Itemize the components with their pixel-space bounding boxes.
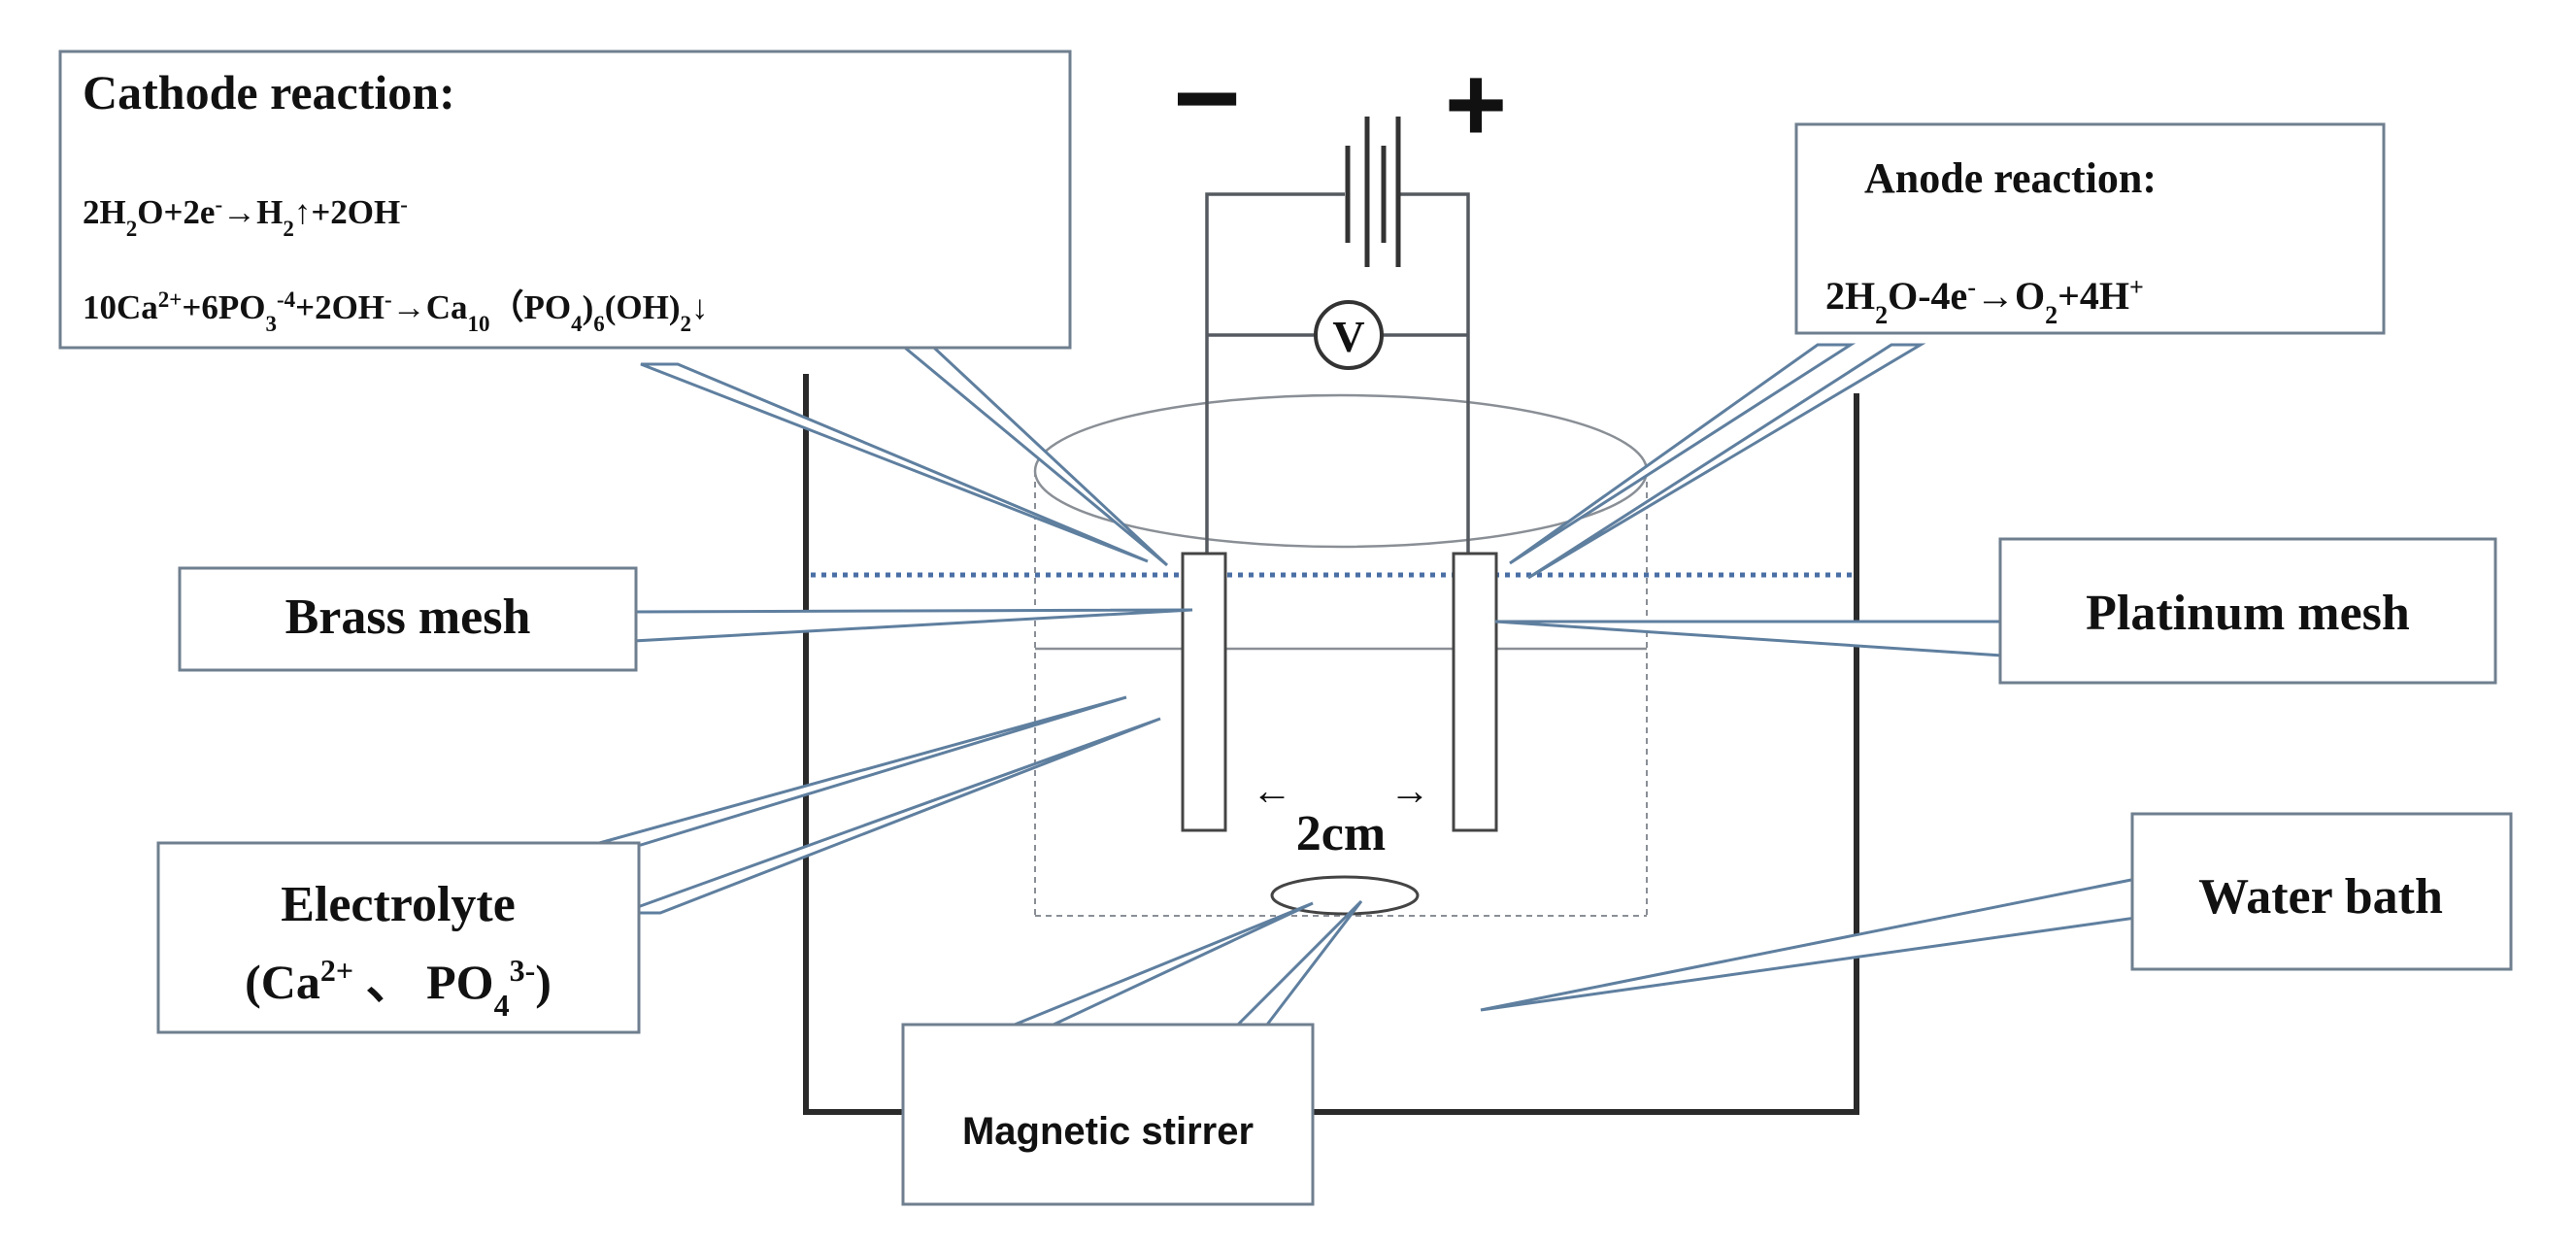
electrolyte-leader-2 (620, 717, 1161, 915)
gap-distance-label: 2cm (1296, 806, 1386, 861)
electrolyte-ions-label: (Ca2+ 、 PO43-) (245, 953, 552, 1023)
battery-icon (1345, 117, 1401, 267)
stirrer-leader-2 (1234, 899, 1363, 1027)
platinum-leader (1494, 620, 2004, 657)
stir-bar-icon (1270, 875, 1420, 916)
anode-equation: 2H2O-4e-→O2+4H+ (1825, 273, 2144, 329)
electrolyte-leader-1 (591, 695, 1127, 847)
electrolyte-box (156, 841, 641, 1034)
water-bath-box (2130, 812, 2513, 971)
cathode-reaction-box (58, 50, 1072, 350)
magnetic-stirrer-label: Magnetic stirrer (962, 1110, 1254, 1153)
voltmeter-label: V (1332, 312, 1364, 361)
battery-negative-sign: − (1173, 33, 1241, 163)
cathode-brass-electrode (1181, 552, 1227, 832)
anode-reaction-title: Anode reaction: (1864, 154, 2157, 202)
water-bath-container (803, 374, 1859, 1115)
platinum-mesh-box (1998, 537, 2497, 685)
electrolyte-label: Electrolyte (281, 877, 516, 932)
cathode-leader-2 (900, 346, 1169, 567)
cathode-equation-2: 10Ca2++6PO3-4+2OH-→Ca10（PO4)6(OH)2↓ (83, 287, 709, 336)
cathode-reaction-title: Cathode reaction: (83, 65, 455, 119)
anode-reaction-box (1794, 122, 2386, 335)
voltmeter-icon (1314, 300, 1384, 370)
gap-arrow-right: → (1389, 767, 1430, 813)
gap-arrow-left: ← (1252, 767, 1292, 813)
brass-mesh-label: Brass mesh (285, 589, 531, 645)
circuit-wire-right (1396, 192, 1470, 558)
cell-top-ellipse (1033, 393, 1649, 549)
battery-positive-sign: + (1445, 45, 1507, 164)
water-bath-leader (1480, 877, 2138, 1012)
brass-leader (631, 608, 1193, 643)
anode-platinum-electrode (1452, 552, 1498, 832)
circuit-wire-left (1205, 192, 1345, 558)
anode-leader-2 (1527, 343, 1926, 580)
brass-mesh-box (178, 566, 638, 672)
cathode-equation-1: 2H2O+2e-→H2↑+2OH- (83, 192, 408, 241)
platinum-mesh-label: Platinum mesh (2086, 586, 2410, 641)
anode-leader-1 (1509, 343, 1857, 565)
magnetic-stirrer-box (901, 1023, 1315, 1206)
water-bath-label: Water bath (2198, 869, 2443, 925)
cathode-leader-1 (640, 362, 1149, 563)
